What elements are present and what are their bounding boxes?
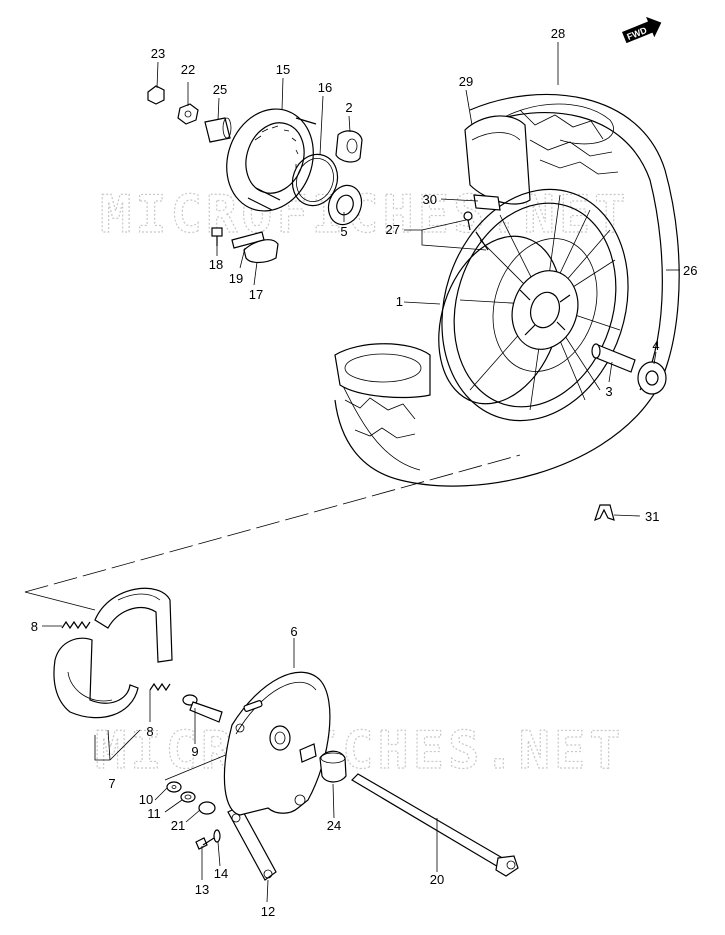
label-part-23: 23 [151, 46, 165, 61]
brake-shoe-upper [94, 587, 173, 663]
label-part-24: 24 [327, 818, 341, 833]
washer-10 [166, 781, 182, 793]
bolt-18 [211, 227, 223, 246]
bearing-5 [327, 184, 363, 226]
brake-lever-12 [227, 805, 277, 881]
fwd-badge-text: FWD [626, 25, 649, 42]
brake-shoe-lower [53, 637, 139, 719]
label-part-18: 18 [209, 257, 223, 272]
label-part-31: 31 [645, 509, 659, 524]
nut-23 [147, 85, 165, 105]
label-part-9: 9 [191, 744, 198, 759]
clip-31 [594, 504, 615, 522]
axle-20 [351, 773, 519, 877]
spacer-25 [204, 117, 232, 143]
label-part-28: 28 [551, 26, 565, 41]
inner-tube [464, 115, 531, 205]
sprocket-drum-15 [226, 108, 317, 212]
label-part-6: 6 [290, 624, 297, 639]
label-part-16: 16 [318, 80, 332, 95]
leader-lines [42, 42, 680, 903]
cotter-14 [213, 829, 221, 843]
brake-cam-9 [182, 694, 223, 723]
washer-11 [180, 791, 196, 803]
spring-8-upper [61, 620, 91, 630]
label-part-26: 26 [683, 263, 697, 278]
bolt-13 [195, 837, 215, 850]
label-part-30: 30 [423, 192, 437, 207]
brake-panel-6 [223, 671, 331, 816]
label-part-27: 27 [386, 222, 400, 237]
nut-22 [177, 103, 199, 125]
bearing-2 [335, 130, 363, 163]
label-part-4: 4 [652, 338, 659, 353]
label-part-7: 7 [108, 776, 115, 791]
bearing-4 [637, 361, 667, 395]
wheel-rim [438, 188, 629, 422]
washer-21 [198, 801, 216, 815]
watermark-upper: MICROFICHES.NET [100, 185, 630, 245]
label-part-22: 22 [181, 62, 195, 77]
label-part-8-upper: 8 [31, 619, 38, 634]
label-part-12: 12 [261, 904, 275, 919]
label-part-11: 11 [147, 806, 161, 821]
label-part-20: 20 [430, 872, 444, 887]
label-part-2: 2 [345, 100, 352, 115]
tire-lower-section [334, 343, 431, 399]
label-part-3: 3 [605, 384, 612, 399]
fwd-arrow-icon: FWD [622, 16, 662, 44]
lock-plate-17 [243, 239, 279, 264]
label-part-5: 5 [340, 224, 347, 239]
spacer-24 [319, 750, 347, 783]
label-part-17: 17 [249, 287, 263, 302]
label-part-1: 1 [396, 294, 403, 309]
label-part-13: 13 [195, 882, 209, 897]
valve-27 [463, 211, 489, 251]
sleeve-3 [591, 343, 636, 373]
rim-band-30 [473, 194, 501, 211]
label-part-21: 21 [171, 818, 185, 833]
label-part-14: 14 [214, 866, 228, 881]
label-part-15: 15 [276, 62, 290, 77]
o-ring-16 [291, 153, 339, 207]
label-part-8-lower: 8 [146, 724, 153, 739]
watermark-lower: MICROFICHES.NET [95, 721, 625, 781]
label-part-10: 10 [139, 792, 153, 807]
spring-8-lower [149, 682, 171, 692]
label-part-29: 29 [459, 74, 473, 89]
label-part-19: 19 [229, 271, 243, 286]
part-labels: 2 1 3 4 5 6 7 8 8 9 10 11 12 13 14 15 16… [31, 26, 698, 919]
label-part-25: 25 [213, 82, 227, 97]
